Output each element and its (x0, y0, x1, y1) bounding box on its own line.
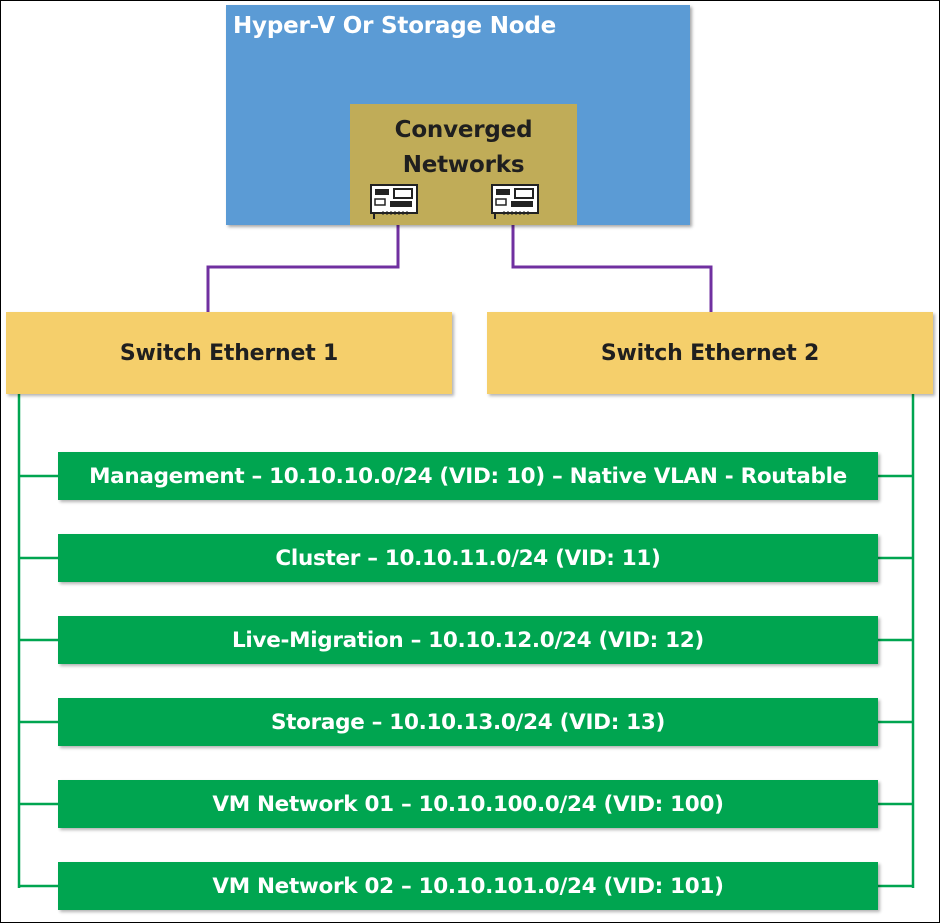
switch-ethernet-1: Switch Ethernet 1 (6, 312, 452, 394)
vlan-storage: Storage – 10.10.13.0/24 (VID: 13) (58, 698, 878, 746)
vlan-vm-network-01: VM Network 01 – 10.10.100.0/24 (VID: 100… (58, 780, 878, 828)
converged-networks-label: Converged Networks (394, 117, 533, 178)
network-card-icon (370, 184, 418, 219)
network-card-icon (491, 184, 539, 219)
uplink-line-2 (511, 218, 713, 312)
vlan-live-migration: Live-Migration – 10.10.12.0/24 (VID: 12) (58, 616, 878, 664)
switch-ethernet-2: Switch Ethernet 2 (487, 312, 933, 394)
node-title: Hyper-V Or Storage Node (233, 13, 557, 39)
trunk-stubs (19, 474, 913, 888)
uplink-line-1 (206, 218, 400, 312)
vlan-cluster: Cluster – 10.10.11.0/24 (VID: 11) (58, 534, 878, 582)
vlan-vm-network-02: VM Network 02 – 10.10.101.0/24 (VID: 101… (58, 862, 878, 910)
vlan-management: Management – 10.10.10.0/24 (VID: 10) – N… (58, 452, 878, 500)
